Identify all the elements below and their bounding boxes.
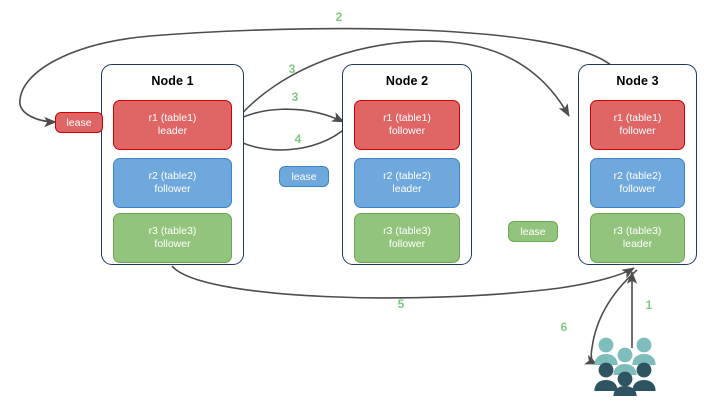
step-label-3-upper: 3 [288, 62, 296, 76]
node-title: Node 1 [151, 74, 194, 88]
replica-name: r1 (table1) [148, 111, 197, 124]
replica-role: follower [619, 183, 656, 195]
replica-card[interactable]: r1 (table1) leader [113, 100, 232, 150]
replica-name: r1 (table1) [613, 111, 662, 124]
replica-card[interactable]: r3 (table3) follower [354, 213, 460, 263]
replica-role: leader [622, 238, 653, 250]
step-label-2: 2 [335, 10, 343, 24]
node-box-1[interactable]: Node 1 r1 (table1) leader r2 (table2) fo… [101, 64, 244, 265]
replica-role: follower [154, 238, 191, 250]
arrow-step-4 [229, 125, 349, 151]
node-box-2[interactable]: Node 2 r1 (table1) follower r2 (table2) … [342, 64, 472, 265]
node-box-3[interactable]: Node 3 r1 (table1) follower r2 (table2) … [578, 64, 697, 265]
lease-token-r2[interactable]: lease [279, 166, 329, 187]
replica-card[interactable]: r2 (table2) follower [113, 158, 232, 208]
node-title: Node 2 [385, 74, 429, 88]
arrow-step-5 [171, 265, 635, 299]
replica-name: r2 (table2) [613, 169, 662, 182]
replica-card[interactable]: r2 (table2) leader [354, 158, 460, 208]
step-label-1: 1 [645, 298, 653, 312]
replica-role: leader [157, 125, 188, 137]
replica-card[interactable]: r3 (table3) leader [590, 213, 685, 263]
replica-name: r2 (table2) [148, 169, 197, 182]
lease-token-r1[interactable]: lease [55, 112, 103, 133]
step-label-5: 5 [397, 297, 405, 311]
replica-card[interactable]: r3 (table3) follower [113, 213, 232, 263]
replica-role: follower [619, 125, 656, 137]
replica-name: r1 (table1) [383, 111, 431, 124]
replica-role: follower [388, 238, 426, 250]
lease-token-r3[interactable]: lease [508, 221, 558, 242]
replica-card[interactable]: r1 (table1) follower [354, 100, 460, 150]
replica-name: r3 (table3) [148, 224, 197, 237]
replica-card[interactable]: r2 (table2) follower [590, 158, 685, 208]
step-label-3-lower: 3 [291, 90, 299, 104]
replica-name: r3 (table3) [613, 224, 662, 237]
node-title: Node 3 [616, 74, 659, 88]
replica-role: follower [154, 183, 191, 195]
step-label-4: 4 [294, 132, 302, 146]
replica-role: follower [388, 125, 426, 137]
replica-card[interactable]: r1 (table1) follower [590, 100, 685, 150]
replica-role: leader [392, 183, 422, 195]
replica-name: r3 (table3) [383, 224, 431, 237]
users-group-icon [594, 337, 656, 396]
step-label-6: 6 [560, 320, 568, 334]
replica-name: r2 (table2) [383, 169, 431, 182]
